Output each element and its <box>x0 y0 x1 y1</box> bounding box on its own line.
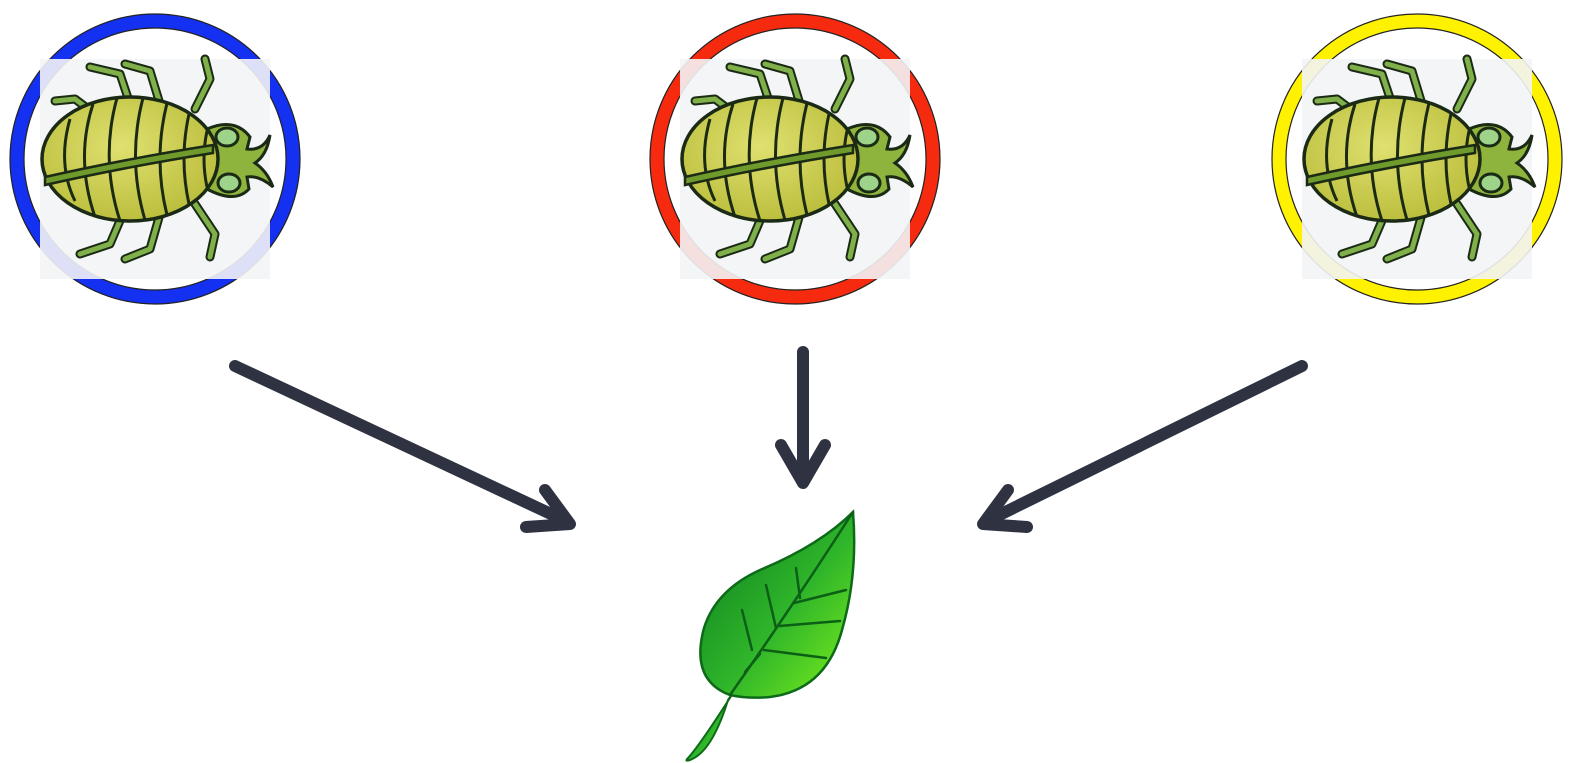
aphid-icon <box>680 59 913 279</box>
arrow-left-to-leaf <box>235 366 570 527</box>
leaf-icon <box>686 512 854 761</box>
arrow-right-to-leaf <box>983 366 1302 527</box>
aphid-blue-ring <box>10 14 300 304</box>
arrow-center-to-leaf <box>781 352 825 483</box>
aphid-icon <box>40 59 273 279</box>
aphid-red-ring <box>650 14 940 304</box>
aphid-icon <box>1302 59 1535 279</box>
aphid-yellow-ring <box>1272 14 1562 304</box>
